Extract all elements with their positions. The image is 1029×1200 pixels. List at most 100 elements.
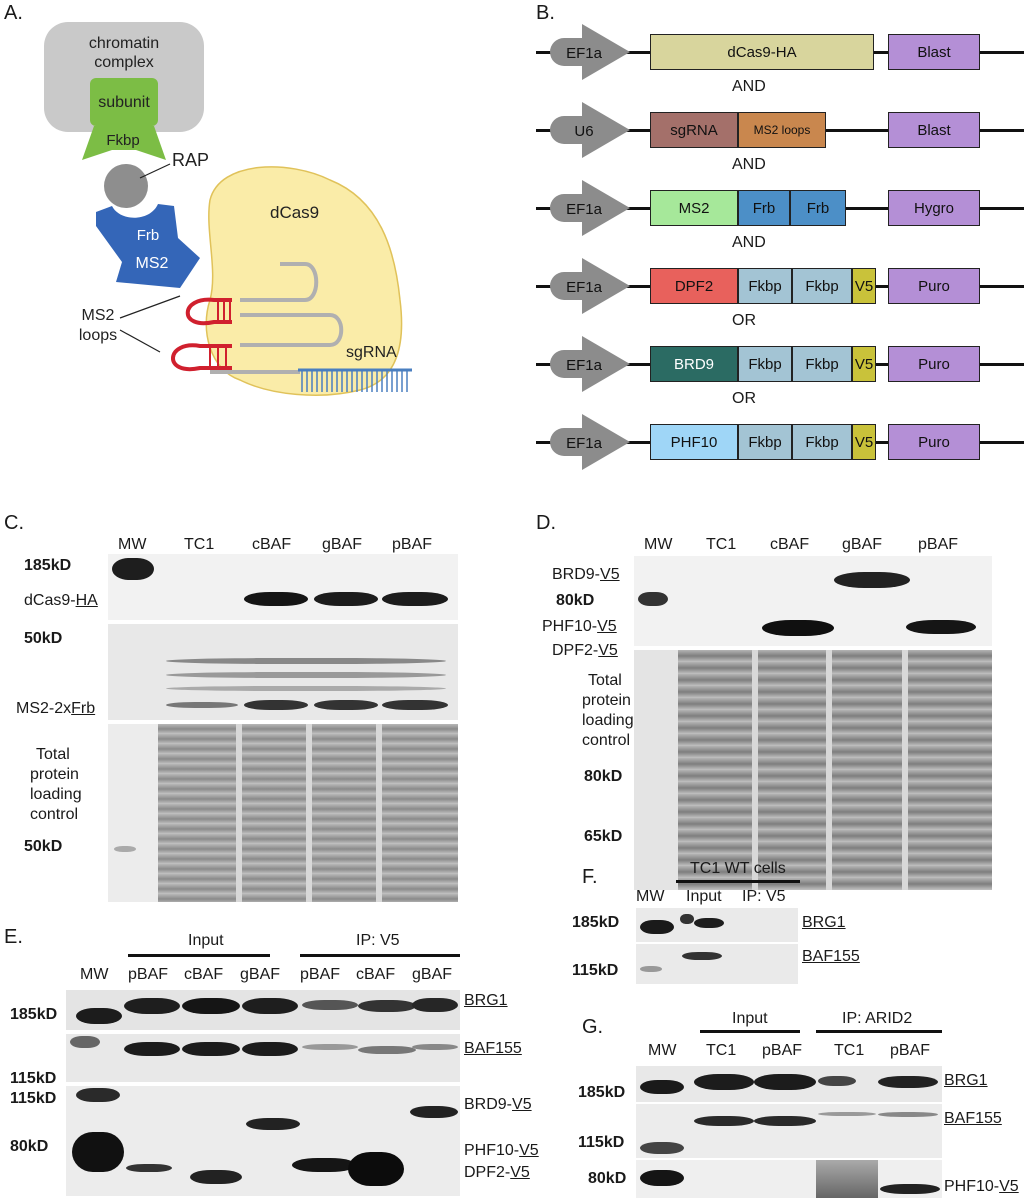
blot-e-baf155 xyxy=(66,1034,460,1082)
connector-label: OR xyxy=(732,390,756,407)
promoter-arrow-icon: EF1a xyxy=(550,336,630,392)
selection-marker: Puro xyxy=(888,424,980,460)
construct-part: dCas9-HA xyxy=(650,34,874,70)
ms2-loops-text-1: MS2 xyxy=(82,307,115,324)
lane-label: cBAF xyxy=(356,966,396,983)
ip-header: IP: ARID2 xyxy=(842,1010,913,1027)
lane-label: cBAF xyxy=(770,536,810,553)
selection-marker: Hygro xyxy=(888,190,980,226)
construct-part: Fkbp xyxy=(738,346,792,382)
total-label: control xyxy=(582,732,631,749)
panel-g-label: G. xyxy=(582,1016,604,1038)
blot-f-brg1 xyxy=(636,908,798,942)
promoter-arrow-icon: U6 xyxy=(550,102,630,158)
brg1-label: BRG1 xyxy=(464,992,508,1009)
complex-text: complex xyxy=(94,54,154,71)
blot-e-brg1 xyxy=(66,990,460,1030)
ms2-loop-2 xyxy=(171,343,232,372)
mw-marker: 185kD xyxy=(10,1006,58,1023)
baf155-label: BAF155 xyxy=(802,948,860,965)
blot-g-phf10 xyxy=(636,1160,942,1198)
fkbp-shape xyxy=(82,126,166,160)
lane-label: MW xyxy=(118,536,147,553)
promoter-label: EF1a xyxy=(566,201,603,218)
total-label: loading xyxy=(30,786,82,803)
blot-d-total xyxy=(634,650,992,890)
construct-part: PHF10 xyxy=(650,424,738,460)
promoter-arrow-icon: EF1a xyxy=(550,414,630,470)
construct-part: MS2 loops xyxy=(738,112,826,148)
total-label: Total xyxy=(588,672,622,689)
mw-marker: 115kD xyxy=(572,962,619,979)
mw-marker: 115kD xyxy=(10,1070,57,1087)
promoter-label: EF1a xyxy=(566,357,603,374)
lane-label: TC1 xyxy=(706,536,737,553)
mw-marker: 80kD xyxy=(584,768,623,785)
lane-label: MW xyxy=(636,888,665,905)
construct-part: DPF2 xyxy=(650,268,738,304)
dcas9-ha-label: dCas9-HA xyxy=(24,592,98,609)
lane-label: MW xyxy=(644,536,673,553)
lane-label: cBAF xyxy=(252,536,292,553)
mw-marker: 65kD xyxy=(584,828,623,845)
subunit-text: subunit xyxy=(98,94,150,111)
total-label: protein xyxy=(30,766,79,783)
ip-bar xyxy=(300,954,460,957)
construct-part: sgRNA xyxy=(650,112,738,148)
promoter-label: EF1a xyxy=(566,435,603,452)
total-label: protein xyxy=(582,692,631,709)
sgrna-text: sgRNA xyxy=(346,344,397,361)
mw-marker: 115kD xyxy=(10,1090,57,1107)
construct-part: Frb xyxy=(738,190,790,226)
lane-label: gBAF xyxy=(412,966,453,983)
panel-b-label: B. xyxy=(536,2,555,24)
mw-marker: 185kD xyxy=(24,557,72,574)
lane-label: pBAF xyxy=(128,966,169,983)
lane-label: gBAF xyxy=(240,966,281,983)
construct-part: Frb xyxy=(790,190,846,226)
rap-text: RAP xyxy=(172,150,209,170)
phf10-v5-label: PHF10-V5 xyxy=(542,618,617,635)
dpf2-v5-label: DPF2-V5 xyxy=(464,1164,530,1181)
construct-part: Fkbp xyxy=(738,424,792,460)
dna-ticks xyxy=(301,370,408,392)
ms2-text: MS2 xyxy=(136,255,169,272)
construct-part: Fkbp xyxy=(738,268,792,304)
connector-label: AND xyxy=(732,234,766,251)
lane-label: pBAF xyxy=(762,1042,803,1059)
lane-label: pBAF xyxy=(918,536,959,553)
blot-c-total xyxy=(108,724,458,902)
dpf2-v5-label: DPF2-V5 xyxy=(552,642,618,659)
construct-part: V5 xyxy=(852,346,876,382)
mw-marker: 80kD xyxy=(10,1138,49,1155)
mw-marker: 80kD xyxy=(556,592,595,609)
lane-label: TC1 xyxy=(706,1042,737,1059)
mw-marker: 115kD xyxy=(578,1134,625,1151)
connector-label: OR xyxy=(732,312,756,329)
mw-marker: 50kD xyxy=(24,838,63,855)
brg1-label: BRG1 xyxy=(802,914,846,931)
total-label: Total xyxy=(36,746,70,763)
mw-marker: 80kD xyxy=(588,1170,627,1187)
chromatin-complex-shape xyxy=(44,22,204,132)
lane-label: cBAF xyxy=(184,966,224,983)
brd9-v5-label: BRD9-V5 xyxy=(464,1096,532,1113)
construct-part: Fkbp xyxy=(792,424,852,460)
promoter-arrow-icon: EF1a xyxy=(550,24,630,80)
f-header: TC1 WT cells xyxy=(690,860,786,877)
construct-part: BRD9 xyxy=(650,346,738,382)
panel-c-label: C. xyxy=(4,512,24,534)
lane-label: Input xyxy=(686,888,722,905)
construct-part: V5 xyxy=(852,424,876,460)
promoter-label: U6 xyxy=(574,123,593,140)
selection-marker: Puro xyxy=(888,346,980,382)
blot-c-ms2 xyxy=(108,624,458,720)
connector-label: AND xyxy=(732,156,766,173)
ip-bar xyxy=(816,1030,942,1033)
brg1-label: BRG1 xyxy=(944,1072,988,1089)
construct-part: Fkbp xyxy=(792,346,852,382)
